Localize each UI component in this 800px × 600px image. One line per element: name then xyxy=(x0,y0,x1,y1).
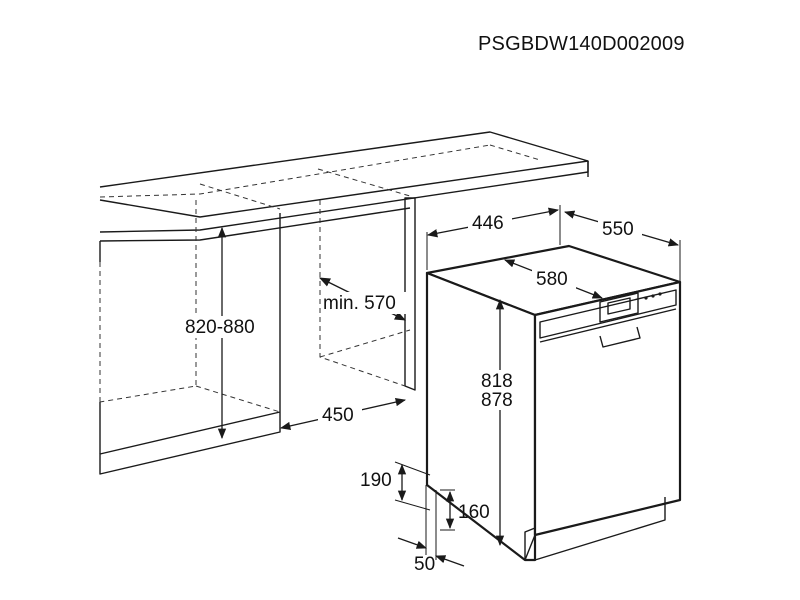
dimension-niche-width: 450 xyxy=(279,398,407,432)
dimension-appliance-height: 818 878 xyxy=(478,298,524,547)
dimension-appliance-depth: 550 xyxy=(564,210,681,282)
dimension-top-depth: 580 xyxy=(504,259,603,299)
label-appliance-width: 446 xyxy=(472,213,504,234)
label-appliance-height-max: 878 xyxy=(481,390,513,411)
label-cabinet-height: 820-880 xyxy=(185,317,255,338)
label-plinth-offset: 50 xyxy=(414,554,435,575)
dimension-plinth-max: 190 xyxy=(360,461,431,511)
dimension-plinth-offset: 50 xyxy=(397,485,465,575)
label-appliance-depth: 550 xyxy=(602,219,634,240)
label-top-depth: 580 xyxy=(536,269,568,290)
label-plinth-max: 190 xyxy=(360,470,392,491)
label-appliance-height-min: 818 xyxy=(481,371,513,392)
label-plinth-min: 160 xyxy=(458,502,490,523)
label-niche-width: 450 xyxy=(322,405,354,426)
dimension-cabinet-height: 820-880 xyxy=(184,226,268,440)
dimension-niche-depth: min. 570 xyxy=(322,292,406,314)
dimension-appliance-width: 446 xyxy=(426,205,561,270)
diagram-code: PSGBDW140D002009 xyxy=(478,33,685,55)
dimension-plinth-min: 160 xyxy=(440,489,490,531)
label-niche-depth: min. 570 xyxy=(323,293,396,314)
